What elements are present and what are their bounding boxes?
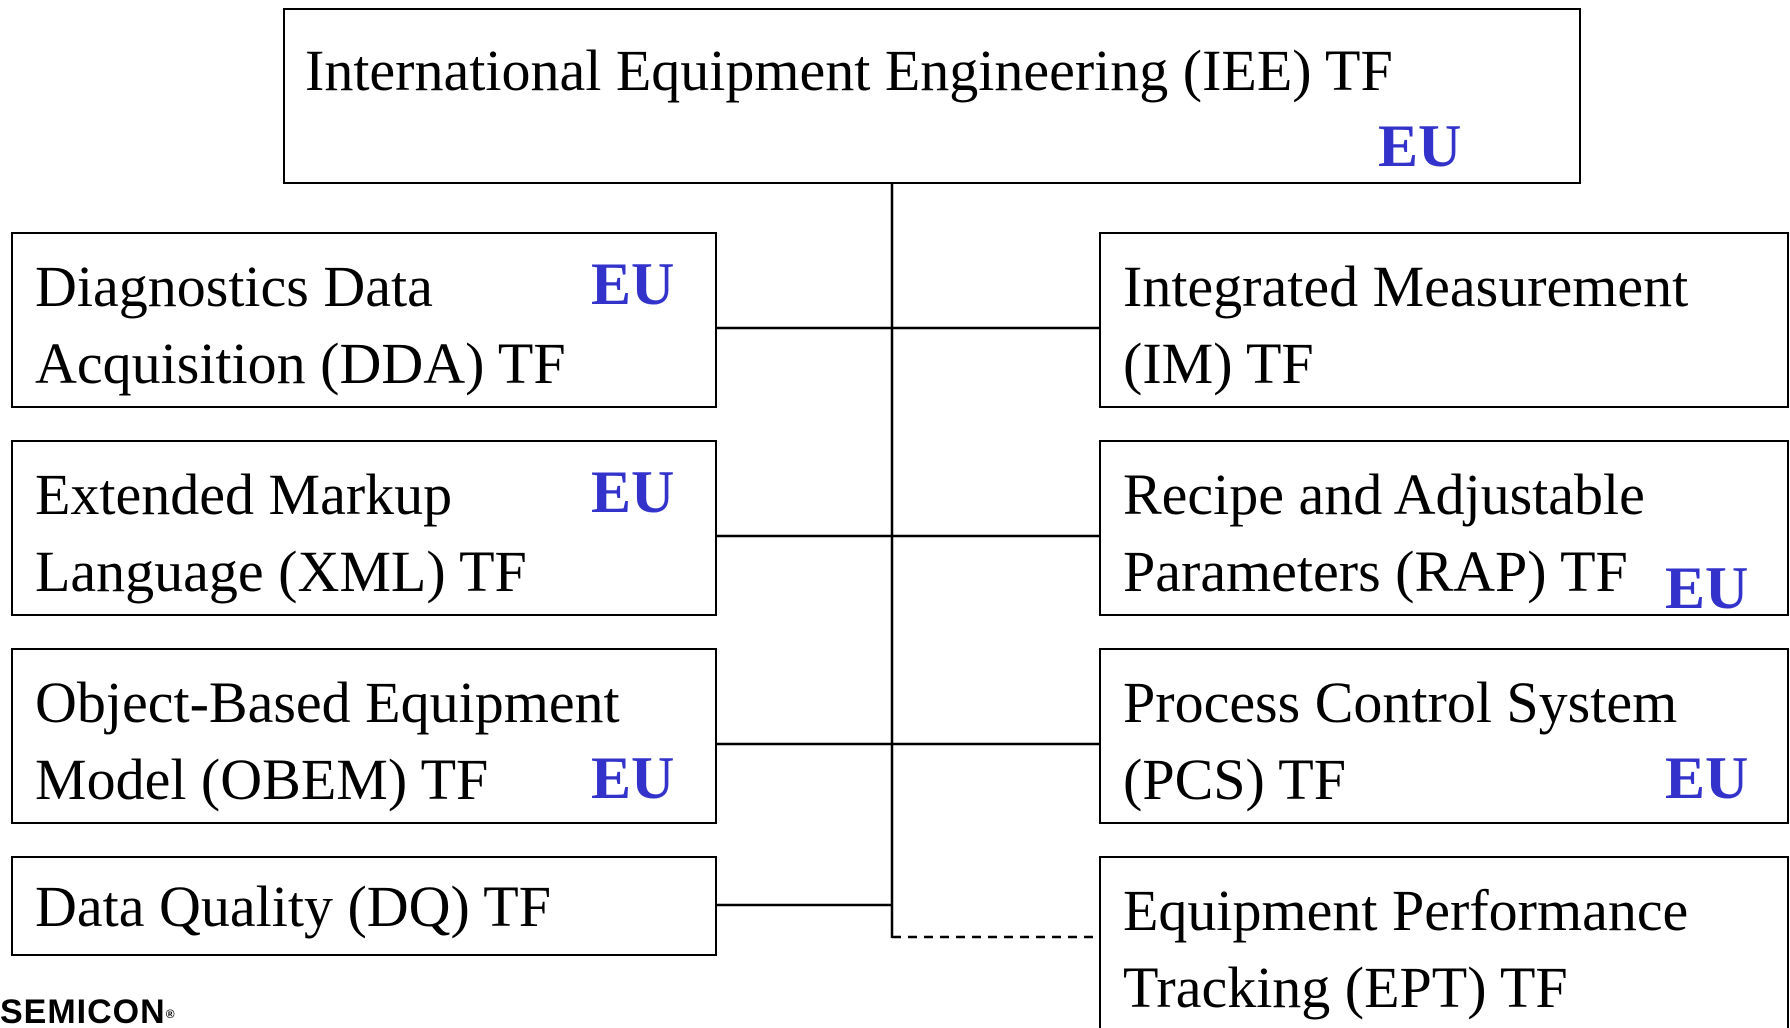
pcs-title-line-1: Process Control System: [1123, 670, 1678, 735]
pcs-title-line-2: (PCS) TF: [1123, 747, 1346, 812]
dda-title-line-2: Acquisition (DDA) TF: [35, 331, 566, 396]
box-dq: Data Quality (DQ) TF: [11, 856, 717, 956]
box-pcs: Process Control System (PCS) TF EU: [1099, 648, 1789, 824]
ept-title-line-2: Tracking (EPT) TF: [1123, 955, 1568, 1020]
rap-title-line-2: Parameters (RAP) TF: [1123, 539, 1628, 604]
im-title-line-2: (IM) TF: [1123, 331, 1314, 396]
rap-region-tag: EU: [1665, 555, 1749, 621]
xml-title-line-1: Extended Markup: [35, 462, 453, 527]
obem-title-line-2: Model (OBEM) TF: [35, 747, 489, 812]
rap-title-line-1: Recipe and Adjustable: [1123, 462, 1645, 527]
xml-region-tag: EU: [591, 459, 675, 525]
box-dda: Diagnostics Data Acquisition (DDA) TF EU: [11, 232, 717, 408]
semicon-logo: SEMICON®: [0, 992, 176, 1028]
dda-region-tag: EU: [591, 251, 675, 317]
box-rap: Recipe and Adjustable Parameters (RAP) T…: [1099, 440, 1789, 620]
ept-title-line-1: Equipment Performance: [1123, 878, 1689, 943]
box-xml: Extended Markup Language (XML) TF EU: [11, 440, 717, 616]
xml-title-line-2: Language (XML) TF: [35, 539, 527, 604]
obem-region-tag: EU: [591, 745, 675, 811]
logo-wordmark: SEMICON: [0, 993, 166, 1028]
dda-title-line-1: Diagnostics Data: [35, 254, 433, 319]
root-title: International Equipment Engineering (IEE…: [305, 38, 1393, 103]
root-box-iee: International Equipment Engineering (IEE…: [283, 8, 1581, 184]
logo-registered-mark: ®: [165, 1007, 176, 1021]
obem-title-line-1: Object-Based Equipment: [35, 670, 620, 735]
dq-title: Data Quality (DQ) TF: [35, 874, 551, 939]
root-region-tag: EU: [1378, 113, 1462, 179]
pcs-region-tag: EU: [1665, 745, 1749, 811]
box-ept: Equipment Performance Tracking (EPT) TF: [1099, 856, 1789, 1028]
box-im: Integrated Measurement (IM) TF: [1099, 232, 1789, 408]
box-obem: Object-Based Equipment Model (OBEM) TF E…: [11, 648, 717, 824]
im-title-line-1: Integrated Measurement: [1123, 254, 1689, 319]
